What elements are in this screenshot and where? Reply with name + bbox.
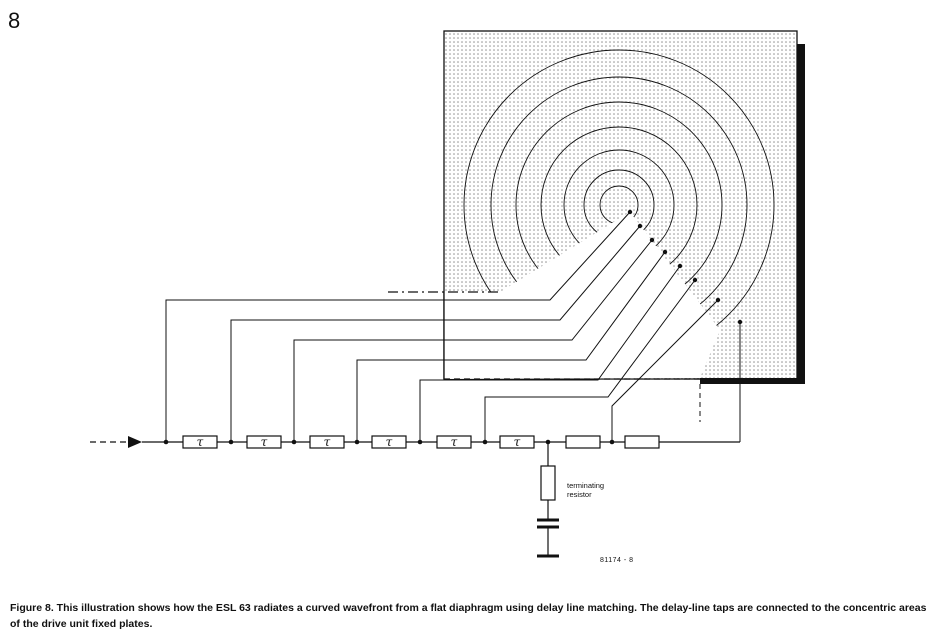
terminating-network [537,442,559,558]
terminating-label-line2: resistor [567,490,592,499]
terminating-label-line1: terminating [567,481,604,490]
delay-element-6 [499,435,535,449]
delay-element-5 [436,435,472,449]
delay-element-1 [182,435,218,449]
tau-label-1: τ [197,435,204,449]
input-arrow [90,436,166,448]
tau-label-3: τ [324,435,331,449]
tau-label-4: τ [386,435,393,449]
figure-number: 8 [8,8,21,33]
tau-label-6: τ [514,435,521,449]
wiring-wedge [444,212,720,379]
delay-element-3 [309,435,345,449]
tau-label-2: τ [261,435,268,449]
drawing-code: 81174 - 8 [600,557,634,564]
delay-element-2 [246,435,282,449]
terminating-resistor [540,465,556,501]
figure-caption: Figure 8. This illustration shows how th… [10,602,927,630]
tau-label-5: τ [451,435,458,449]
plain-box-2 [624,435,660,449]
tap-wires [165,211,741,442]
plain-box-1 [565,435,601,449]
delay-element-4 [371,435,407,449]
delay-line [166,435,740,449]
